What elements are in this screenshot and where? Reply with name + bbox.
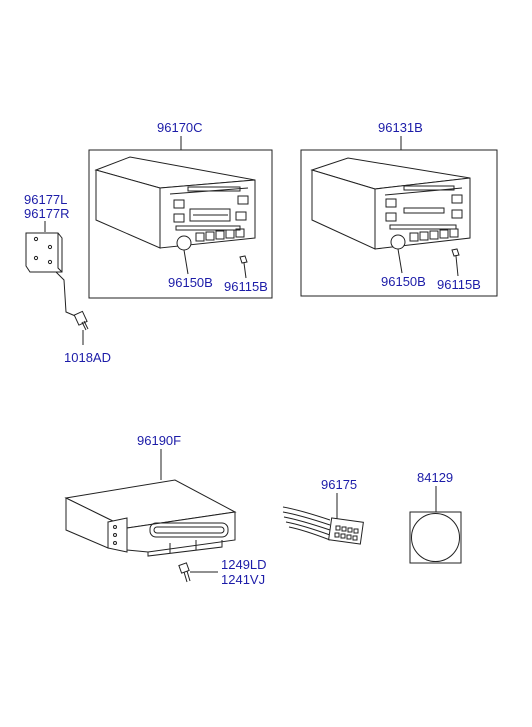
label-96190F[interactable]: 96190F [137,433,181,448]
label-96175[interactable]: 96175 [321,477,357,492]
label-1249LD[interactable]: 1249LD [221,557,267,572]
mounting-bracket [25,232,63,273]
label-96150B-a[interactable]: 96150B [168,275,213,290]
label-96115B-b[interactable]: 96115B [437,277,481,292]
bolt-icon [73,310,89,331]
label-84129[interactable]: 84129 [417,470,453,485]
bracket-assembly: 96177L 96177R 1018AD [24,192,111,365]
label-96150B-b[interactable]: 96150B [381,274,426,289]
label-96177L[interactable]: 96177L [24,192,67,207]
clip-icon [451,248,460,257]
radio-box-96170C: 96170C 96150B 9611 [88,120,273,299]
wiring-connector-icon [282,506,364,545]
round-pad-icon [411,513,460,562]
amplifier-unit [64,479,237,557]
volume-knob-icon [176,235,192,251]
connector-assembly: 96175 [282,477,364,545]
label-96115B-a[interactable]: 96115B [224,279,268,294]
pad-square [409,511,462,564]
volume-knob-icon [390,234,406,250]
amplifier-assembly: 96190F 1249LD 1241VJ [64,433,267,587]
label-96177R[interactable]: 96177R [24,206,70,221]
label-96131B[interactable]: 96131B [378,120,423,135]
label-1018AD[interactable]: 1018AD [64,350,111,365]
radio-box-96131B: 96131B 96150B 96115B [300,120,498,297]
radio-unit-cd [310,157,471,250]
label-1241VJ[interactable]: 1241VJ [221,572,265,587]
label-96170C[interactable]: 96170C [157,120,203,135]
screw-icon [178,562,191,583]
pad-assembly: 84129 [409,470,462,564]
radio-unit-cassette [94,156,256,251]
clip-icon [239,255,248,264]
